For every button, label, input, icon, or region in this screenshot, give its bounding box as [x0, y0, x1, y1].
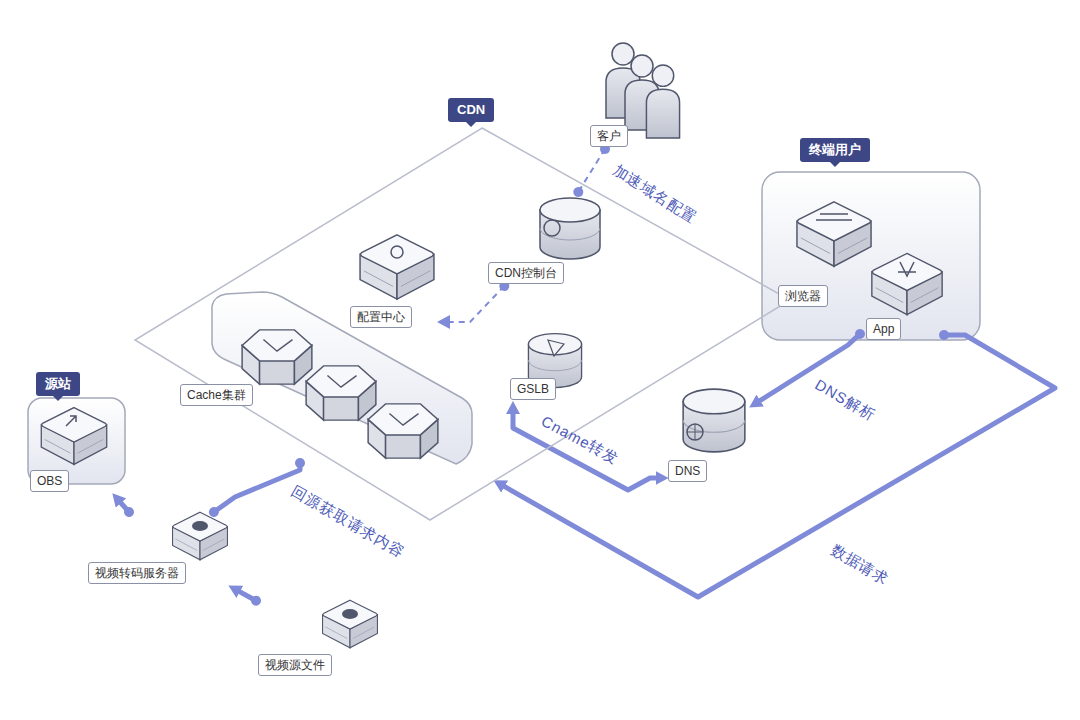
origin-platform [28, 398, 125, 484]
node-label: GSLB [510, 378, 556, 400]
user-platform [762, 172, 980, 340]
node-label: 浏览器 [778, 285, 828, 307]
dashed-connector [446, 286, 504, 322]
flow-connector [513, 410, 660, 490]
region-outline [135, 96, 790, 520]
node-label: CDN控制台 [488, 262, 564, 284]
video-file-node: 视频源文件 [256, 596, 388, 678]
gslb-icon [528, 334, 581, 388]
customer-node: 客户 [588, 35, 693, 149]
edge-label: Cname转发 [538, 412, 622, 468]
cache-server [368, 404, 438, 458]
edge-label: 加速域名配置 [610, 161, 701, 227]
dashed-connector [578, 149, 605, 192]
flow-connector [118, 500, 129, 512]
console-node: CDN控制台 [486, 192, 612, 286]
dns-icon [683, 389, 745, 452]
node-label: App [866, 318, 901, 340]
origin-region: 源站 OBS [26, 370, 128, 496]
region-tag: 终端用户 [800, 138, 870, 162]
customer-figure [646, 65, 679, 138]
flow-connector [214, 463, 300, 512]
region-tag: CDN [448, 98, 494, 122]
transcoder-icon [173, 512, 228, 560]
node-label: 客户 [590, 125, 628, 147]
node-label: 配置中心 [350, 306, 412, 328]
obs-node: OBS [28, 400, 114, 494]
config-icon [360, 235, 434, 299]
gslb-node: GSLB [508, 328, 588, 402]
flow-connector [501, 335, 1055, 597]
edge-label: DNS解析 [812, 376, 879, 425]
node-label: 视频转码服务器 [88, 562, 186, 584]
cache-cluster: Cache集群 [178, 293, 473, 463]
obs-icon [41, 408, 106, 465]
app-icon [872, 253, 942, 314]
node-label: 视频源文件 [258, 654, 332, 676]
cache-server [242, 330, 312, 384]
flow-connector [236, 590, 256, 601]
edge-label: 回源获取请求内容 [288, 482, 408, 562]
cache-platform [212, 292, 472, 464]
flow-connector [757, 334, 860, 403]
cache-server [306, 366, 376, 420]
node-label: Cache集群 [180, 384, 253, 406]
edge-label: 数据请求 [828, 541, 892, 589]
user-region: 终端用户浏览器 App [758, 136, 982, 344]
region-tag: 源站 [36, 372, 80, 396]
dns-node: DNS [666, 383, 750, 484]
browser-node: 浏览器 [776, 196, 872, 309]
node-label: DNS [668, 460, 707, 482]
browser-icon [797, 202, 871, 266]
cdn-region: CDN CDN控制台配置中心 Cache集群 GSLB [135, 96, 790, 520]
video-file-icon [323, 600, 378, 648]
console-icon [540, 198, 600, 259]
node-label: OBS [30, 470, 69, 492]
config-node: 配置中心 [346, 230, 438, 330]
app-node: App [860, 248, 944, 342]
transcoder-node: 视频转码服务器 [86, 512, 238, 586]
